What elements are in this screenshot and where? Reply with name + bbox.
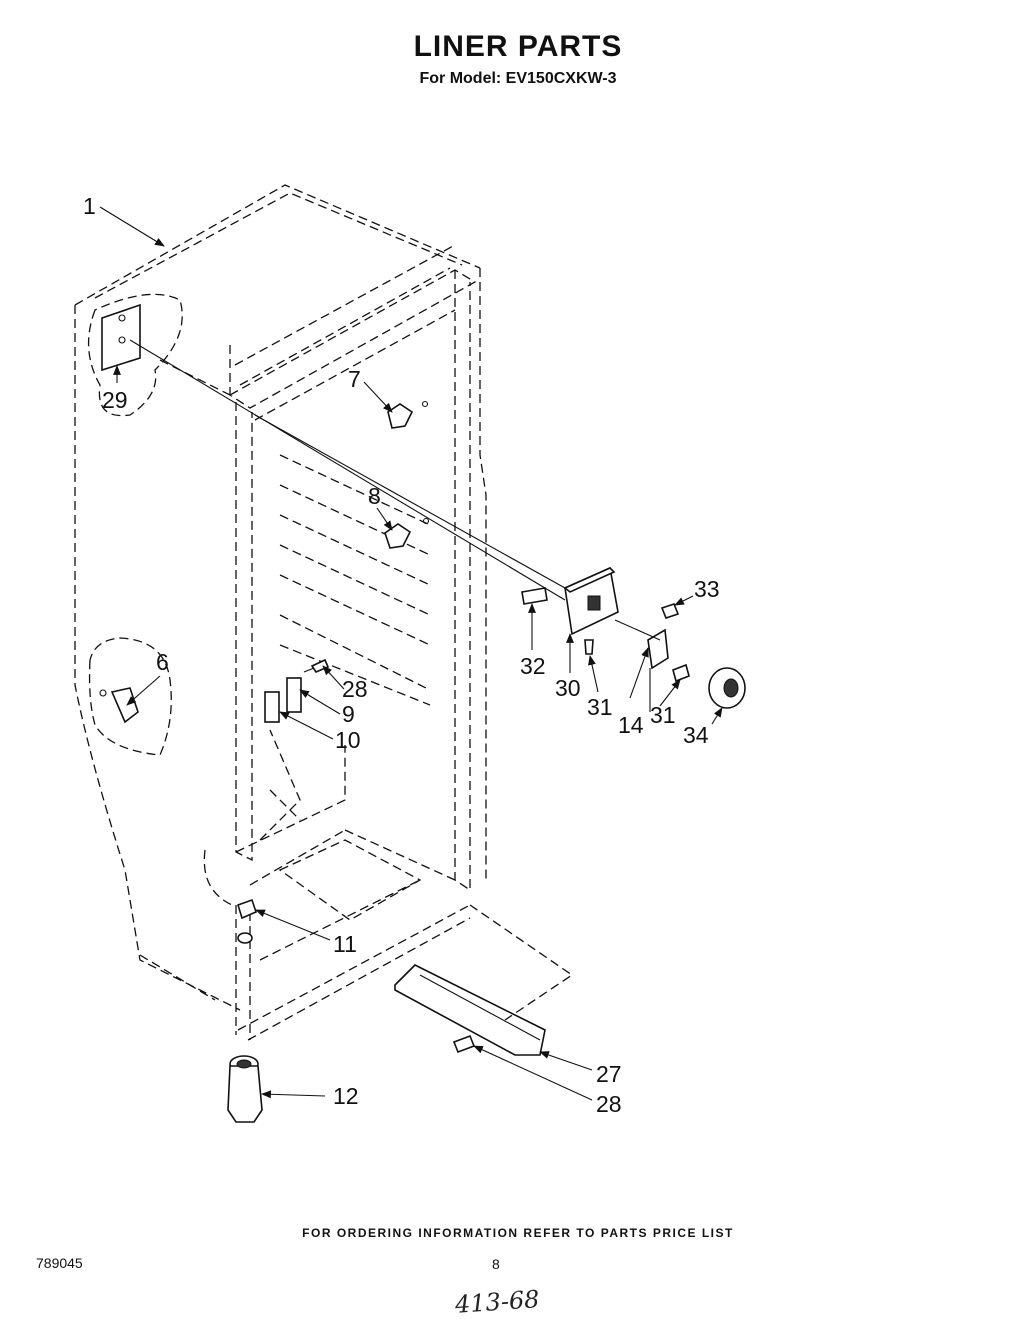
liner-frame bbox=[159, 244, 477, 1041]
page-title: LINER PARTS bbox=[413, 30, 623, 63]
part-10-block bbox=[264, 677, 302, 723]
callout-12: 12 bbox=[333, 1083, 359, 1109]
part-28-bottom-screw bbox=[452, 1034, 476, 1054]
callout-1: 1 bbox=[83, 193, 96, 219]
model-subtitle: For Model: EV150CXKW-3 bbox=[419, 70, 617, 87]
part-33-screw bbox=[660, 603, 680, 619]
callout-8: 8 bbox=[368, 483, 381, 509]
ordering-note: FOR ORDERING INFORMATION REFER TO PARTS … bbox=[302, 1226, 734, 1240]
callout-27: 27 bbox=[596, 1061, 622, 1087]
callout-31-a: 31 bbox=[587, 694, 613, 720]
callout-7: 7 bbox=[348, 366, 361, 392]
part-31-screw-a bbox=[584, 639, 594, 655]
callout-28-bottom: 28 bbox=[596, 1091, 622, 1117]
leader-lines bbox=[99, 206, 723, 1101]
cabinet-outline bbox=[74, 184, 487, 1011]
part-34-knob bbox=[708, 667, 746, 709]
callout-11: 11 bbox=[333, 931, 357, 957]
handwritten-note: 413-68 bbox=[454, 1285, 541, 1319]
callout-28-hinge: 28 bbox=[342, 676, 368, 702]
part-7 bbox=[387, 400, 429, 429]
callout-31-b: 31 bbox=[650, 702, 676, 728]
part-32-clip bbox=[521, 587, 548, 605]
callout-29: 29 bbox=[102, 387, 128, 413]
explosion-lines bbox=[129, 339, 661, 641]
part-31-screw-b bbox=[672, 663, 690, 683]
part-27-bracket bbox=[394, 904, 574, 1056]
page-number: 8 bbox=[492, 1256, 500, 1272]
control-housing-30 bbox=[563, 566, 619, 636]
document-number: 789045 bbox=[36, 1255, 83, 1271]
part-11-leveler bbox=[237, 898, 257, 944]
part-12-leg bbox=[227, 1055, 263, 1123]
callout-6: 6 bbox=[156, 649, 169, 675]
part-29-cutout bbox=[87, 293, 183, 417]
shelf-rails bbox=[254, 309, 456, 706]
part-28-screw bbox=[303, 658, 330, 673]
callout-32: 32 bbox=[520, 653, 546, 679]
callout-10: 10 bbox=[335, 727, 361, 753]
callout-30: 30 bbox=[555, 675, 581, 701]
callout-34: 34 bbox=[683, 722, 709, 748]
callout-14: 14 bbox=[618, 712, 644, 738]
callout-33: 33 bbox=[694, 576, 720, 602]
callout-9: 9 bbox=[342, 701, 355, 727]
part-14-bracket bbox=[647, 628, 669, 712]
part-8 bbox=[384, 517, 430, 549]
